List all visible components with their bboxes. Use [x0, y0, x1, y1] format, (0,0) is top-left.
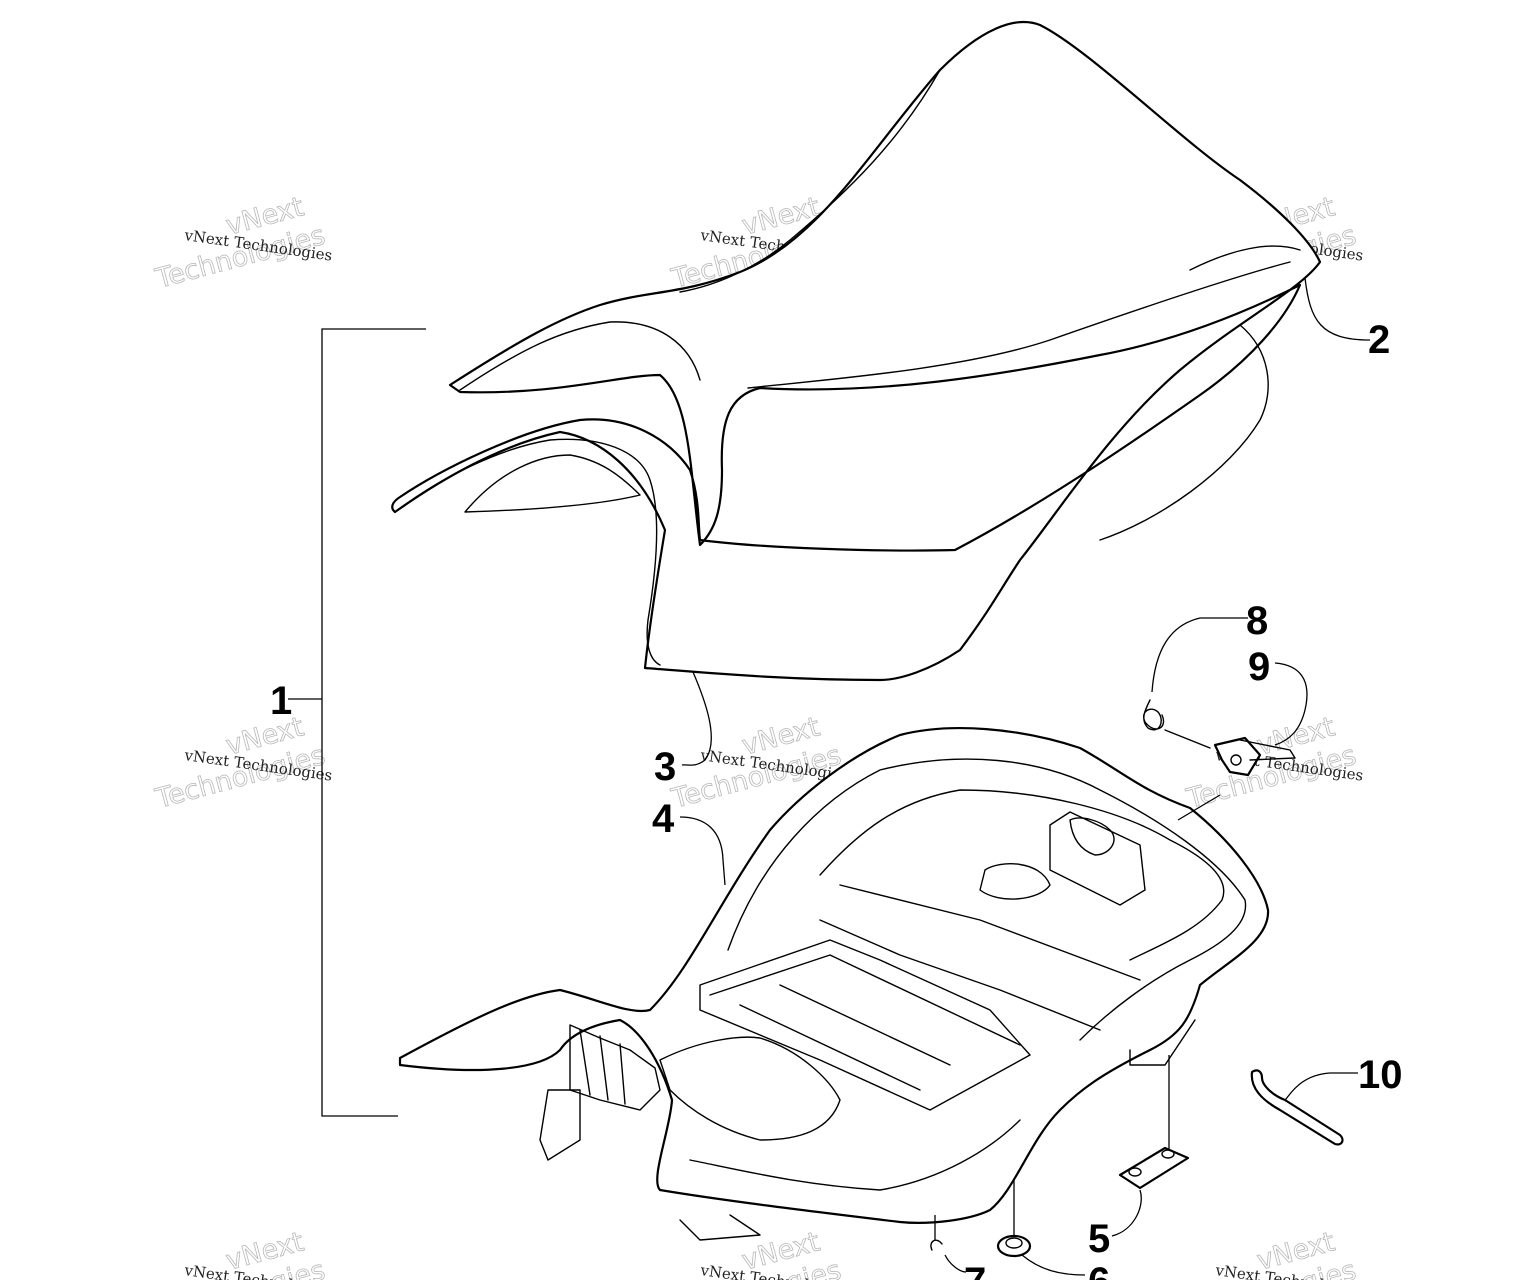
callout-7: 7 — [964, 1260, 986, 1280]
leader-line-6 — [1013, 1180, 1086, 1276]
leader-line-3 — [681, 671, 712, 766]
callout-6: 6 — [1088, 1260, 1110, 1280]
leader-line-10 — [1284, 1072, 1358, 1101]
leader-line-2 — [1304, 277, 1371, 341]
callout-5: 5 — [1088, 1217, 1110, 1261]
callout-10: 10 — [1358, 1053, 1403, 1097]
callout-8: 8 — [1246, 599, 1268, 643]
grommet-part-6 — [996, 1234, 1032, 1258]
callout-2: 2 — [1368, 318, 1390, 362]
latch-spring-assembly — [1143, 699, 1296, 777]
assembly-bracket — [321, 328, 426, 1117]
clip-part-7 — [930, 1239, 943, 1251]
seat-cover — [391, 20, 1322, 682]
callout-4: 4 — [652, 797, 675, 841]
leader-line-4 — [679, 816, 726, 886]
pad-part-5 — [1118, 1146, 1190, 1190]
callout-3: 3 — [654, 745, 676, 789]
tool-part-10 — [1250, 1069, 1344, 1146]
callout-1: 1 — [270, 679, 292, 723]
leader-line-7 — [934, 1215, 967, 1273]
seat-base — [398, 727, 1270, 1241]
leader-line-9 — [1274, 662, 1308, 746]
leader-line-5 — [1111, 1055, 1170, 1237]
leader-line-8 — [1151, 617, 1248, 693]
leader-line-latch — [1177, 794, 1221, 821]
callout-9: 9 — [1248, 645, 1270, 689]
